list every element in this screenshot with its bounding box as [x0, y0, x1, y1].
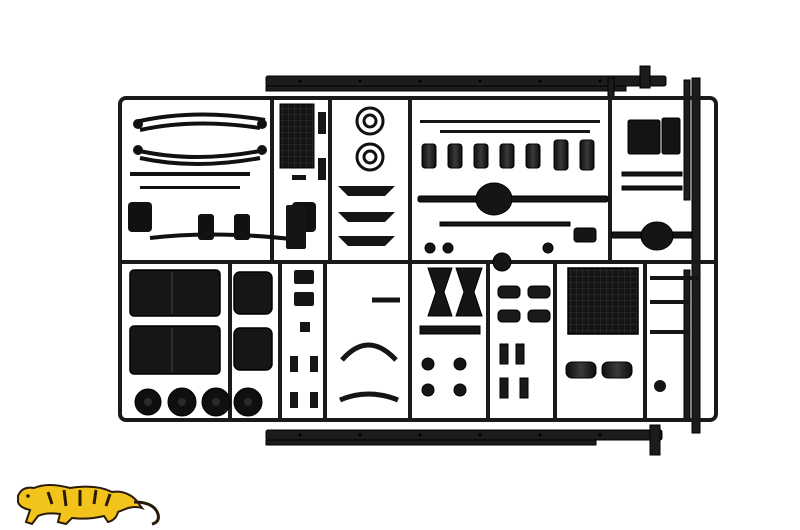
chassis-rail-top — [265, 65, 667, 99]
radiator-grille — [279, 103, 315, 169]
rear-axle — [417, 182, 609, 254]
wheels — [134, 387, 263, 417]
sprue-frame — [118, 96, 718, 422]
side-rail-right — [683, 77, 701, 434]
shock-absorbers — [421, 139, 595, 171]
air-tanks — [565, 361, 633, 379]
battery-boxes — [621, 117, 683, 191]
chassis-rail-bottom — [265, 424, 663, 456]
brake-drums — [355, 106, 385, 172]
cross-members — [339, 297, 400, 403]
cab-panels — [129, 269, 273, 375]
engine-block — [567, 267, 639, 335]
leaf-springs — [134, 112, 301, 242]
tiger-icon — [17, 484, 160, 526]
front-axle — [611, 221, 693, 251]
